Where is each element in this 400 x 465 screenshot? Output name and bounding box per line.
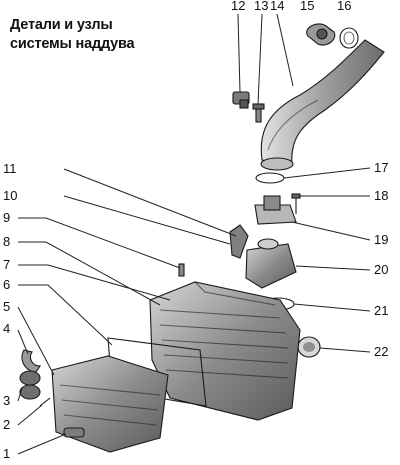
callout-19: 19 xyxy=(374,232,388,247)
callout-4: 4 xyxy=(3,321,10,336)
intercooler-housing xyxy=(149,281,301,421)
intercooler-core xyxy=(51,355,169,453)
callout-16: 16 xyxy=(337,0,351,13)
pipe-clamp xyxy=(306,23,336,46)
callout-5: 5 xyxy=(3,299,10,314)
leader-lines xyxy=(17,13,371,455)
bracket-3 xyxy=(19,370,41,400)
callout-numbers: 1 2 3 4 5 6 7 8 9 10 11 12 13 14 15 16 1… xyxy=(3,0,388,461)
cap-22 xyxy=(297,336,321,358)
callout-7: 7 xyxy=(3,257,10,272)
bolt-13 xyxy=(252,103,265,123)
callout-17: 17 xyxy=(374,160,388,175)
callout-21: 21 xyxy=(374,303,388,318)
o-ring-16 xyxy=(339,27,359,49)
callout-1: 1 xyxy=(3,446,10,461)
callout-11: 11 xyxy=(3,161,17,176)
bolt-1 xyxy=(63,427,85,438)
diagram-title: Детали и узлы системы наддува xyxy=(10,16,135,54)
title-line-2: системы наддува xyxy=(10,36,135,52)
flange-19 xyxy=(254,195,297,225)
bolt-9 xyxy=(178,263,185,277)
callout-14: 14 xyxy=(270,0,284,13)
callout-6: 6 xyxy=(3,277,10,292)
charge-air-pipe xyxy=(260,39,385,171)
callout-10: 10 xyxy=(3,188,17,203)
callout-18: 18 xyxy=(374,188,388,203)
callout-3: 3 xyxy=(3,393,10,408)
callout-9: 9 xyxy=(3,210,10,225)
sensor-11 xyxy=(229,224,249,259)
title-line-1: Детали и узлы xyxy=(10,17,113,33)
callout-20: 20 xyxy=(374,262,388,277)
callout-8: 8 xyxy=(3,234,10,249)
hose-clip-4 xyxy=(21,349,42,373)
callout-15: 15 xyxy=(300,0,314,13)
callout-2: 2 xyxy=(3,417,10,432)
valve-20 xyxy=(245,238,297,289)
screw-18 xyxy=(291,193,301,214)
callout-12: 12 xyxy=(231,0,245,13)
callout-13: 13 xyxy=(254,0,268,13)
sensor-12 xyxy=(232,91,250,109)
seal-17 xyxy=(255,172,285,184)
callout-22: 22 xyxy=(374,344,388,359)
